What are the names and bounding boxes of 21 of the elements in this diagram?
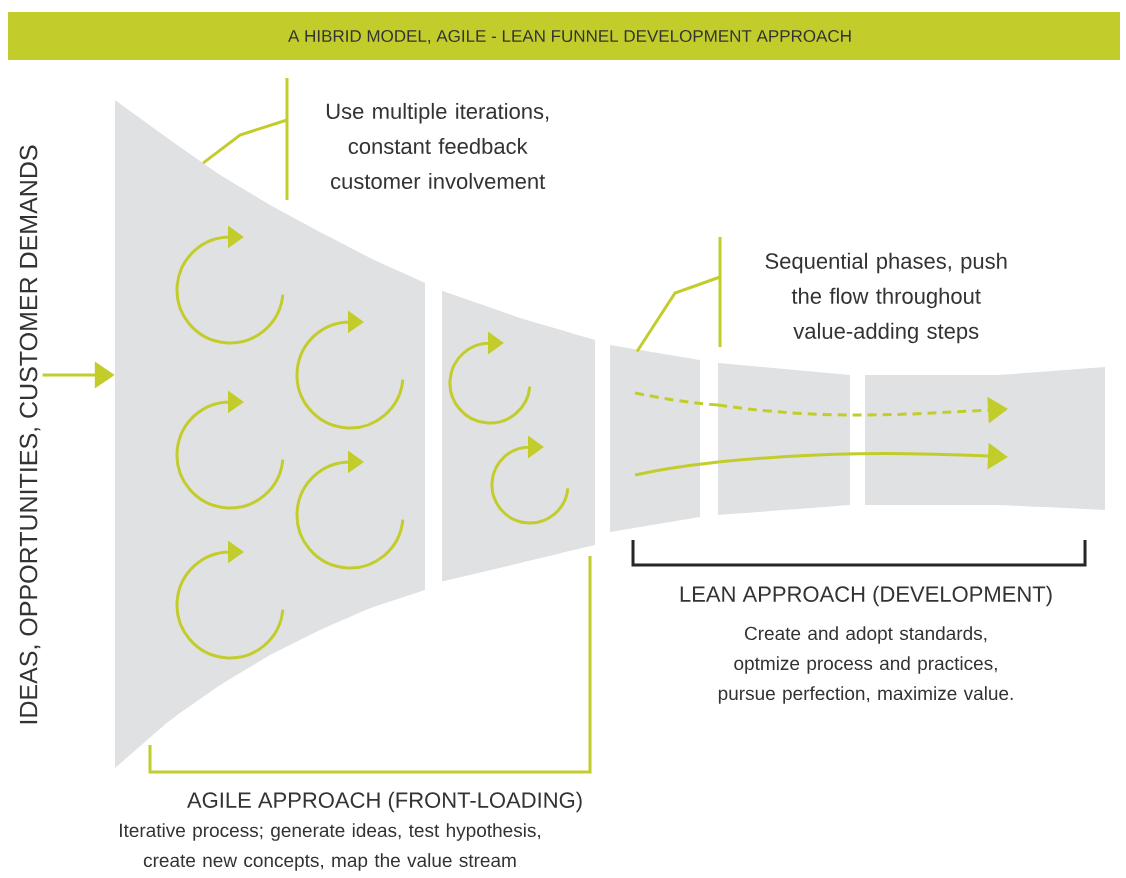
funnel-segment bbox=[442, 290, 595, 582]
title-banner: A HIBRID MODEL, AGILE - LEAN FUNNEL DEVELOPMENT APPROACH bbox=[8, 12, 1120, 60]
funnel-segment bbox=[610, 345, 700, 532]
leader-line bbox=[202, 118, 288, 165]
funnel-segment bbox=[865, 367, 1105, 510]
cycle-arrow bbox=[448, 331, 532, 425]
cycle-arrow bbox=[175, 225, 285, 345]
cycle-arrow bbox=[175, 390, 285, 510]
funnel-segment bbox=[718, 363, 850, 515]
section-heading: LEAN APPROACH (DEVELOPMENT) bbox=[680, 585, 1052, 607]
description: Iterative process; generate ideas, test hypothesis, create new concepts, map the value stream bbox=[120, 823, 540, 871]
section-heading: AGILE APPROACH (FRONT-LOADING) bbox=[187, 791, 582, 813]
leader-line bbox=[635, 275, 721, 353]
cycle-arrow bbox=[295, 310, 405, 430]
callout: Use multiple iterations, constant feedback customer involvement bbox=[285, 78, 549, 200]
callout: Sequential phases, push the flow throughout value-adding steps bbox=[718, 237, 1007, 347]
cycle-arrow bbox=[490, 435, 570, 525]
description: Create and adopt standards, optmize process and practices, pursue perfection, maximize value. bbox=[718, 626, 1013, 704]
vertical-label: IDEAS, OPPORTUNITIES, CUSTOMER DEMANDS bbox=[19, 145, 41, 724]
cycle-arrow bbox=[175, 540, 285, 660]
cycle-arrow bbox=[295, 450, 405, 570]
